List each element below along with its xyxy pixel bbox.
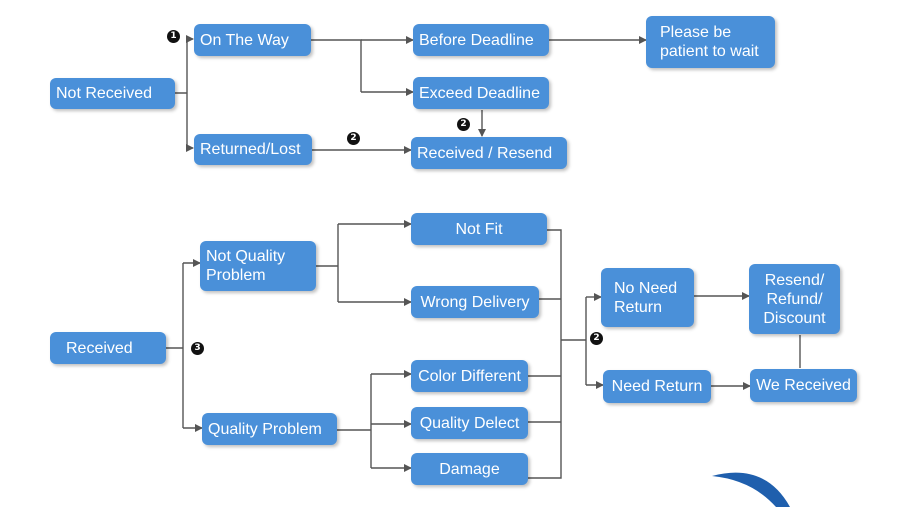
- node-please-be-patient: Please be patient to wait: [646, 16, 775, 68]
- step-badge-3: 3: [191, 342, 204, 355]
- edge-on-the-way-split: [311, 39, 362, 92]
- node-quality-delect: Quality Delect: [411, 407, 528, 439]
- node-we-received: We Received: [750, 369, 857, 402]
- node-returned-lost: Returned/Lost: [194, 134, 312, 165]
- node-resend-refund-discount: Resend/ Refund/ Discount: [749, 264, 840, 334]
- step-badge-2-return: 2: [590, 332, 603, 345]
- node-color-different: Color Different: [411, 360, 528, 392]
- step-badge-1: 1: [167, 30, 180, 43]
- node-not-received: Not Received: [50, 78, 175, 109]
- node-received-resend: Received / Resend: [411, 137, 567, 169]
- node-not-quality-problem: Not Quality Problem: [200, 241, 316, 291]
- node-exceed-deadline: Exceed Deadline: [413, 77, 549, 109]
- edge-quality-split: [337, 374, 372, 468]
- node-before-deadline: Before Deadline: [413, 24, 549, 56]
- step-badge-2-returned: 2: [347, 132, 360, 145]
- node-quality-problem: Quality Problem: [202, 413, 337, 445]
- node-on-the-way: On The Way: [194, 24, 311, 56]
- node-received: Received: [50, 332, 166, 364]
- edge-notquality-split: [316, 224, 339, 302]
- node-not-fit: Not Fit: [411, 213, 547, 245]
- edge-received-trunk: [166, 263, 184, 428]
- edge-collector: [527, 229, 562, 479]
- node-no-need-return: No Need Return: [601, 268, 694, 327]
- edge-notreceived-trunk: [175, 39, 188, 148]
- node-damage: Damage: [411, 453, 528, 485]
- decorative-swoosh: [712, 472, 790, 507]
- step-badge-2-exceed: 2: [457, 118, 470, 131]
- node-need-return: Need Return: [603, 370, 711, 403]
- node-wrong-delivery: Wrong Delivery: [411, 286, 539, 318]
